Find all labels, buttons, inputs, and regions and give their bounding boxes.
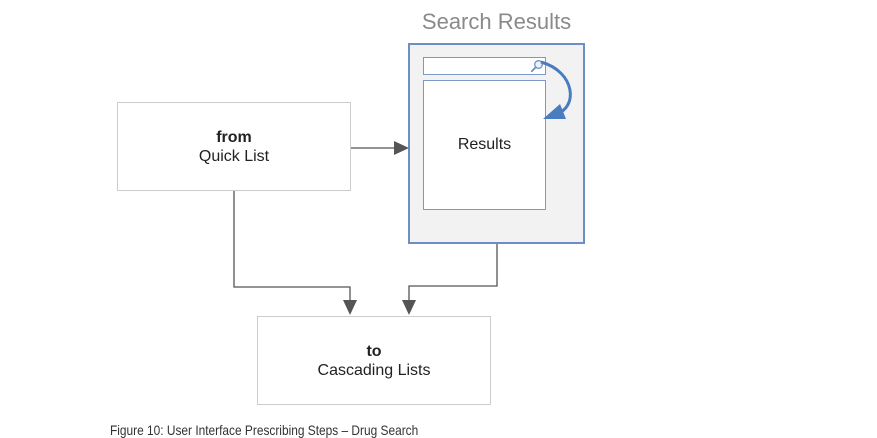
arrow-from-to-cascading bbox=[233, 191, 351, 303]
curved-arrow-search-to-results bbox=[540, 60, 572, 116]
to-label: Cascading Lists bbox=[317, 361, 431, 379]
from-keyword: from bbox=[216, 128, 252, 146]
search-input[interactable] bbox=[423, 57, 546, 75]
results-label: Results bbox=[457, 136, 512, 153]
from-quick-list-box: from Quick List bbox=[117, 102, 351, 191]
results-list: Results bbox=[423, 80, 546, 210]
arrow-from-to-search-head bbox=[394, 141, 409, 155]
from-label: Quick List bbox=[198, 147, 270, 165]
search-results-title: Search Results bbox=[421, 9, 572, 34]
arrow-from-to-cascading-head bbox=[343, 300, 357, 315]
arrow-search-to-cascading-head bbox=[402, 300, 416, 315]
search-results-panel: Results bbox=[408, 43, 585, 244]
to-keyword: to bbox=[366, 342, 382, 360]
figure-caption: Figure 10: User Interface Prescribing St… bbox=[110, 422, 419, 438]
arrow-search-to-cascading bbox=[408, 244, 498, 303]
to-cascading-lists-box: to Cascading Lists bbox=[257, 316, 491, 405]
curved-arrow-head bbox=[543, 104, 566, 119]
search-icon[interactable] bbox=[530, 59, 544, 73]
